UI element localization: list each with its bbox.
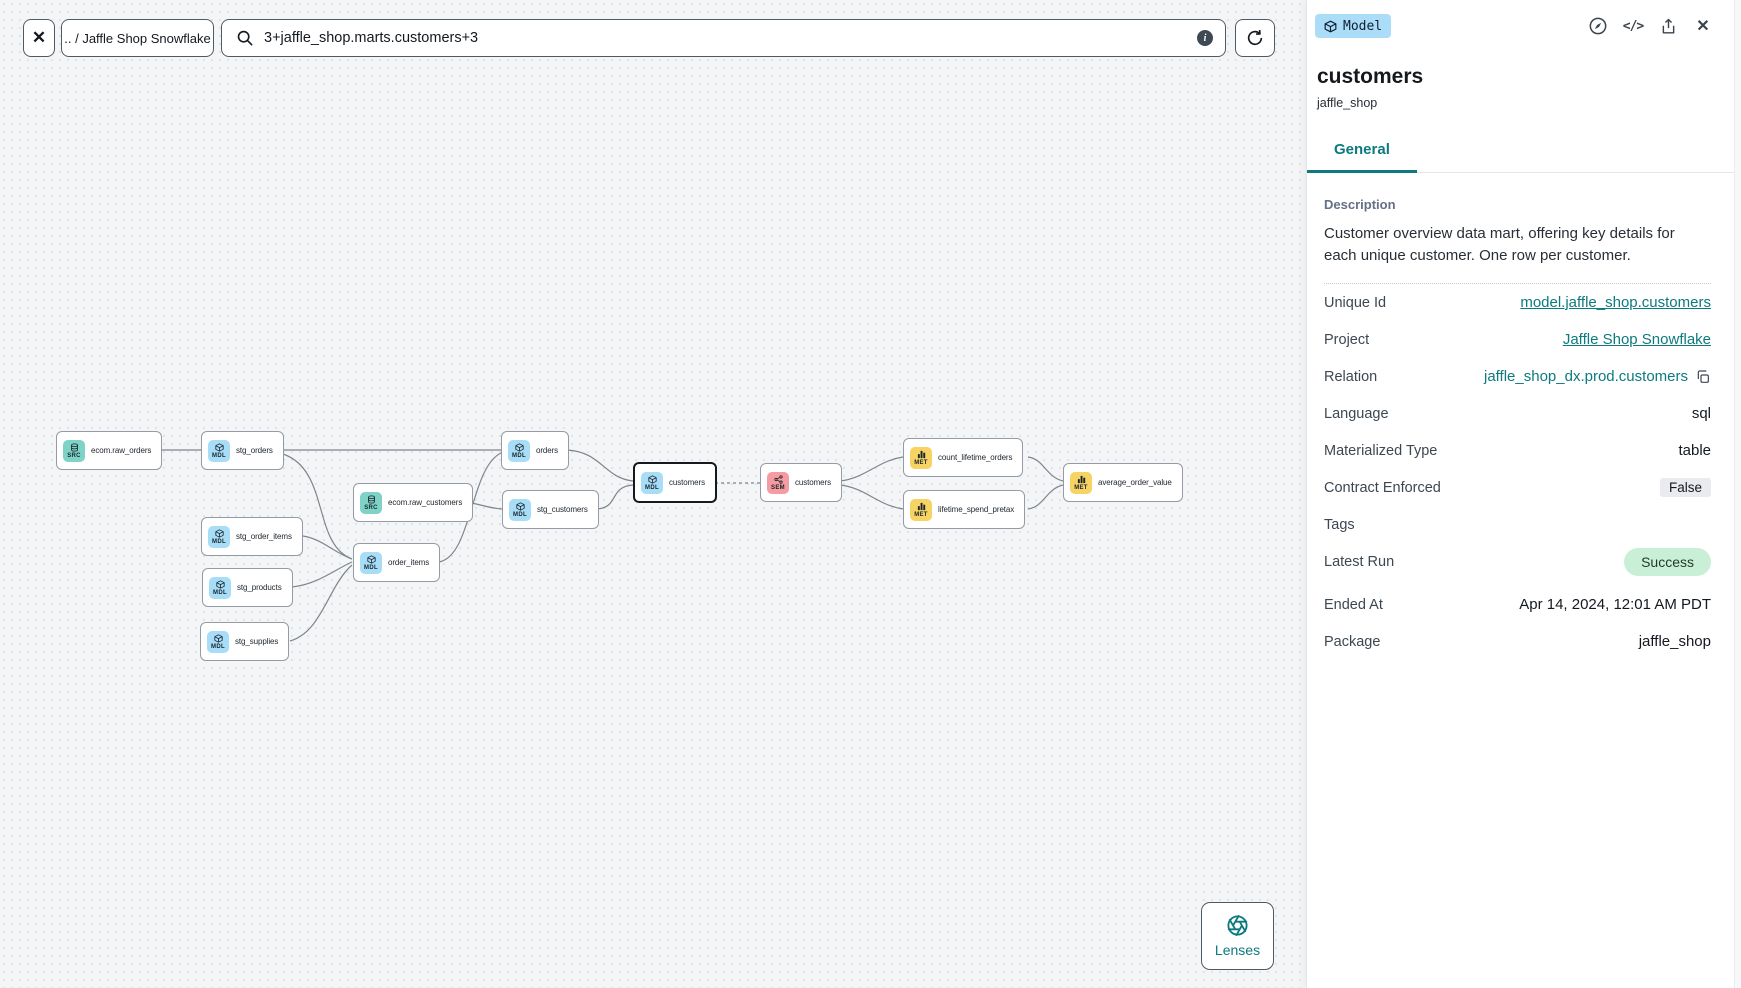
panel-tabbar: General	[1307, 141, 1741, 173]
edge	[566, 449, 634, 482]
relation-value[interactable]: jaffle_shop_dx.prod.customers	[1483, 368, 1688, 385]
field-tags: Tags	[1324, 516, 1355, 533]
model-cube-icon	[1324, 20, 1337, 33]
lineage-node-orders[interactable]: MDL orders	[501, 431, 570, 470]
field-ended-at: Ended At Apr 14, 2024, 12:01 AM PDT	[1324, 596, 1711, 613]
close-icon: ✕	[31, 28, 47, 47]
lineage-node-stg-order-items[interactable]: MDL stg_order_items	[201, 517, 303, 556]
semantic-model-icon: SEM	[767, 471, 789, 494]
lenses-label: Lenses	[1214, 942, 1261, 958]
edge	[1027, 456, 1064, 482]
edge	[1027, 484, 1064, 510]
model-icon: MDL	[207, 630, 229, 653]
view-code-icon[interactable]: </>	[1622, 18, 1645, 34]
model-icon: MDL	[360, 551, 382, 574]
info-icon[interactable]: i	[1197, 30, 1213, 46]
edge	[289, 564, 353, 642]
model-icon: MDL	[209, 576, 231, 599]
lineage-node-stg-supplies[interactable]: MDL stg_supplies	[200, 622, 290, 661]
metric-icon: MET	[910, 498, 932, 521]
lineage-search[interactable]: i	[221, 19, 1226, 57]
project-link[interactable]: Jaffle Shop Snowflake	[1562, 331, 1711, 348]
lineage-canvas[interactable]: SRC ecom.raw_orders MDL stg_orders SRC e…	[0, 0, 1306, 988]
model-icon: MDL	[508, 439, 530, 462]
edge	[291, 561, 353, 588]
edge	[839, 456, 904, 482]
field-contract-enforced: Contract Enforced False	[1324, 469, 1711, 506]
model-icon: MDL	[208, 439, 230, 462]
lineage-node-lifetime-spend-pretax[interactable]: MET lifetime_spend_pretax	[903, 490, 1026, 529]
unique-id-link[interactable]: model.jaffle_shop.customers	[1520, 294, 1711, 311]
field-materialized-type: Materialized Type table	[1324, 442, 1711, 459]
contract-badge: False	[1659, 478, 1711, 497]
description-label: Description	[1324, 197, 1396, 212]
edge	[302, 535, 353, 560]
model-icon: MDL	[641, 471, 663, 494]
lineage-node-average-order-value[interactable]: MET average_order_value	[1063, 463, 1183, 502]
metric-icon: MET	[1070, 471, 1092, 494]
lineage-node-stg-products[interactable]: MDL stg_products	[202, 568, 293, 607]
field-project: Project Jaffle Shop Snowflake	[1324, 331, 1711, 348]
search-input[interactable]	[264, 30, 1187, 46]
model-icon: MDL	[208, 525, 230, 548]
lineage-node-order-items[interactable]: MDL order_items	[353, 543, 441, 582]
lenses-button[interactable]: Lenses	[1201, 902, 1274, 970]
lineage-node-customers-selected[interactable]: MDL customers	[633, 462, 717, 503]
lineage-node-count-lifetime-orders[interactable]: MET count_lifetime_orders	[903, 438, 1024, 477]
close-panel-icon[interactable]: ✕	[1696, 18, 1710, 35]
field-latest-run: Latest Run Success	[1324, 543, 1711, 580]
source-icon: SRC	[63, 439, 85, 462]
field-unique-id: Unique Id model.jaffle_shop.customers	[1324, 294, 1711, 311]
status-badge: Success	[1624, 547, 1711, 576]
package-subtitle: jaffle_shop	[1317, 96, 1378, 110]
page-title: customers	[1317, 65, 1424, 88]
lineage-node-customers-semantic[interactable]: SEM customers	[760, 463, 842, 502]
tab-general[interactable]: General	[1307, 141, 1417, 173]
field-package: Package jaffle_shop	[1324, 633, 1711, 650]
breadcrumb[interactable]: .. / Jaffle Shop Snowflake	[61, 19, 214, 57]
search-icon	[236, 29, 254, 47]
lineage-node-stg-customers[interactable]: MDL stg_customers	[502, 490, 599, 529]
source-icon: SRC	[360, 491, 382, 514]
copy-icon[interactable]	[1695, 369, 1711, 385]
close-lineage-button[interactable]: ✕	[23, 19, 55, 57]
model-icon: MDL	[509, 498, 531, 521]
export-icon[interactable]	[1658, 16, 1678, 36]
edge	[839, 484, 904, 510]
lineage-node-stg-orders[interactable]: MDL stg_orders	[201, 431, 284, 470]
metric-icon: MET	[910, 446, 932, 469]
divider	[1324, 283, 1711, 284]
field-language: Language sql	[1324, 405, 1711, 422]
lineage-edges	[158, 449, 1064, 642]
panel-scrollbar[interactable]	[1734, 0, 1741, 988]
explore-lineage-icon[interactable]	[1588, 16, 1608, 36]
refresh-icon	[1245, 28, 1265, 48]
lineage-node-ecom-raw-customers[interactable]: SRC ecom.raw_customers	[353, 483, 474, 522]
model-details-panel: Model </> ✕ customers jaffle_shop Genera…	[1306, 0, 1741, 988]
refresh-button[interactable]	[1235, 19, 1275, 57]
description-text: Customer overview data mart, offering ke…	[1324, 225, 1675, 264]
field-relation: Relation jaffle_shop_dx.prod.customers	[1324, 358, 1711, 395]
edge	[282, 453, 353, 560]
lenses-aperture-icon	[1226, 914, 1249, 937]
resource-type-badge: Model	[1315, 14, 1392, 38]
lineage-node-ecom-raw-orders[interactable]: SRC ecom.raw_orders	[56, 431, 163, 470]
edge	[595, 484, 634, 510]
